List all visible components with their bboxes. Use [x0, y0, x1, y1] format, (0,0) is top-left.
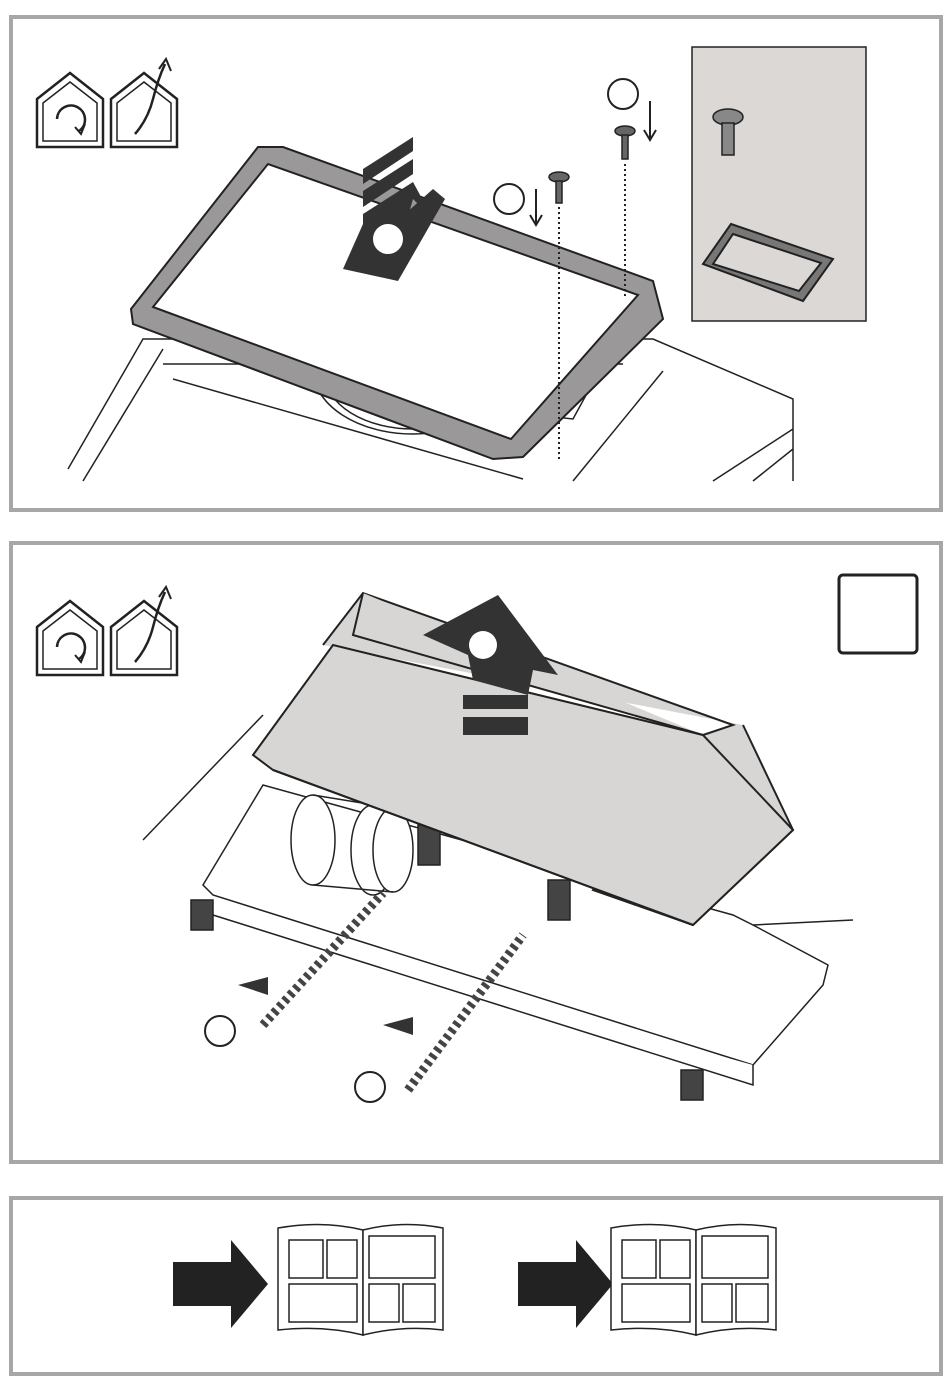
callout-circle	[205, 1016, 385, 1102]
step-1-illustration	[13, 19, 939, 508]
step-panel-2	[9, 541, 943, 1164]
house-exhaust-icon	[111, 587, 177, 675]
house-recirculation-icon	[37, 601, 103, 675]
step-panel-1	[9, 15, 943, 512]
screw-icon	[549, 126, 635, 203]
open-manual-icon	[278, 1224, 443, 1335]
step-3-illustration	[13, 1200, 939, 1372]
step-panel-3	[9, 1196, 943, 1376]
open-manual-icon	[611, 1224, 776, 1335]
step-number-box	[839, 575, 917, 653]
house-exhaust-icon	[111, 59, 177, 147]
parts-inset	[692, 47, 866, 321]
slide-arrow-icon	[238, 977, 413, 1035]
house-recirculation-icon	[37, 73, 103, 147]
down-arrow-small-icon	[530, 101, 656, 225]
arrow-right-icon	[518, 1240, 613, 1328]
step-2-illustration	[13, 545, 939, 1160]
callout-circle	[494, 79, 638, 214]
arrow-right-icon	[173, 1240, 268, 1328]
